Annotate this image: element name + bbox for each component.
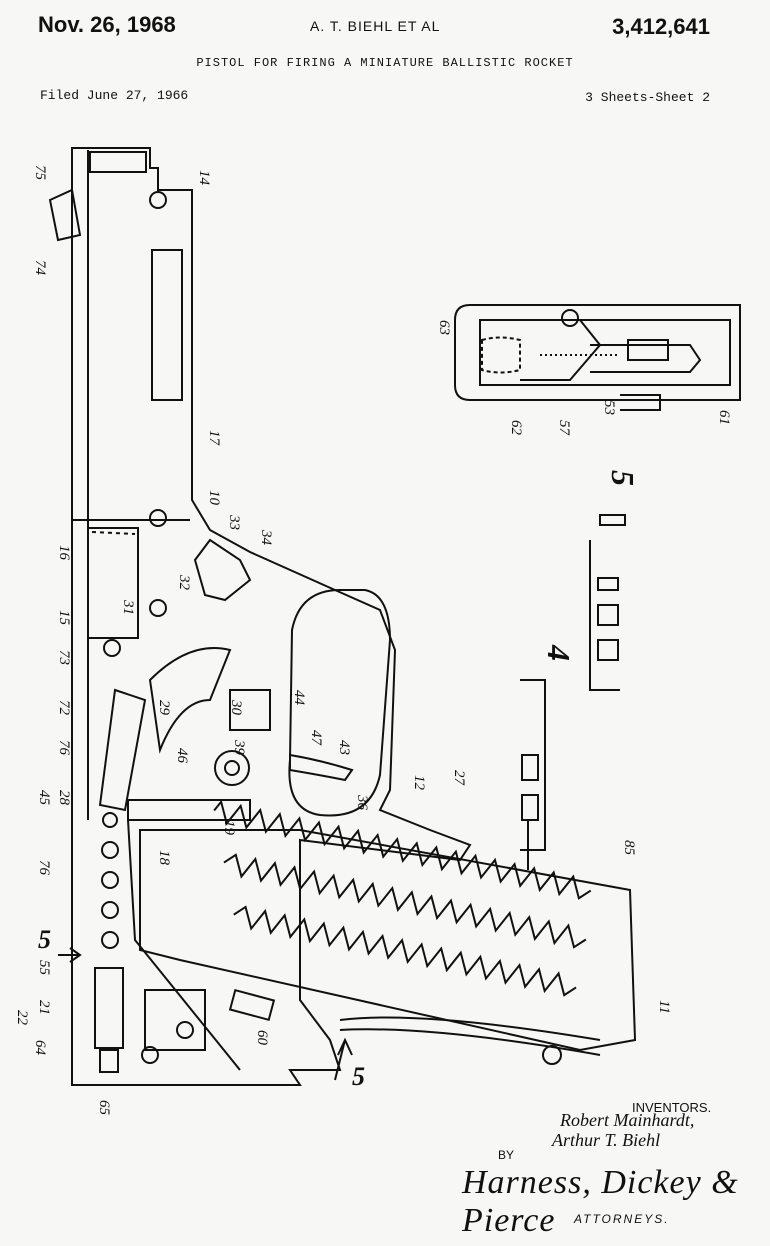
ref-64: 64 [32, 1040, 48, 1056]
ref-73: 73 [56, 650, 72, 665]
ref-19: 18 [156, 850, 172, 866]
fig4-detail-lower [520, 679, 546, 870]
ref-72: 72 [56, 700, 72, 716]
inventor-2-signature: Arthur T. Biehl [552, 1130, 661, 1150]
ref-16: 16 [56, 545, 72, 561]
ref-28: 46 [174, 748, 190, 764]
ref-17-upper: 17 [206, 430, 222, 447]
fig5-label: 5 [605, 470, 641, 486]
ref-63: 63 [436, 320, 452, 335]
ref-22: 22 [14, 1010, 30, 1026]
ref-12: 27 [451, 770, 467, 787]
pistol-figure [48, 147, 637, 1086]
ref-49: 45 [36, 790, 52, 806]
ref-58: 60 [254, 1030, 270, 1046]
ref-39: 39 [231, 739, 247, 756]
ref-33: 33 [226, 514, 242, 530]
ref-30: 30 [228, 699, 244, 716]
ref-57: 57 [556, 420, 572, 437]
ref-14: 14 [196, 170, 212, 186]
ref-34: 34 [258, 529, 274, 546]
patent-title: PISTOL FOR FIRING A MINIATURE BALLISTIC … [196, 56, 574, 70]
ref-15: 15 [56, 610, 72, 626]
ref-53: 53 [601, 400, 617, 415]
ref-85: 12 [411, 775, 427, 791]
ref-31: 31 [120, 599, 136, 615]
attorneys-label: ATTORNEYS. [574, 1212, 670, 1226]
ref-45: 36 [354, 794, 370, 811]
section-5-left: 5 [38, 925, 51, 954]
ref-29: 29 [156, 700, 172, 716]
ref-27: 28 [56, 790, 72, 806]
ref-61: 62 [508, 420, 524, 436]
ref-32: 32 [176, 574, 192, 591]
sheet-info: 3 Sheets-Sheet 2 [585, 90, 710, 105]
patent-number: 3,412,641 [612, 14, 710, 39]
ref-74: 74 [32, 260, 48, 276]
inventors-header: A. T. BIEHL ET AL [310, 18, 441, 34]
ref-55: 55 [36, 960, 52, 976]
ref-11: 85 [621, 840, 637, 856]
ref-18: 11 [656, 1000, 672, 1014]
ref-76: 76 [56, 740, 72, 756]
ref-36: 19 [221, 820, 237, 836]
ref-10: 10 [206, 490, 222, 506]
section-5-right: 5 [352, 1062, 365, 1091]
ref-21: 21 [36, 1000, 52, 1015]
inventors-label: INVENTORS. [632, 1100, 712, 1115]
ref-44: 44 [291, 690, 307, 706]
ref-43: 43 [336, 740, 352, 755]
section-arrows [58, 947, 353, 1081]
ref-65: 65 [96, 1100, 112, 1116]
fig4-label: 4 [541, 644, 577, 661]
ref-75: 75 [32, 165, 48, 181]
reference-numerals: 75 14 74 17 10 16 15 73 72 76 31 32 33 3… [14, 165, 732, 1116]
attorney-firm-signature: Harness, Dickey & Pierce [462, 1164, 739, 1239]
by-label: BY [498, 1148, 515, 1162]
patent-date: Nov. 26, 1968 [38, 12, 176, 37]
ref-59: 61 [716, 410, 732, 425]
fig5-detail [454, 304, 741, 411]
fig4-detail-upper [589, 514, 626, 691]
filed-date: Filed June 27, 1966 [40, 88, 189, 103]
ref-76-lower: 76 [36, 860, 52, 876]
ref-47: 47 [308, 730, 324, 747]
inventor-1-signature: Robert Mainhardt, [560, 1110, 695, 1130]
